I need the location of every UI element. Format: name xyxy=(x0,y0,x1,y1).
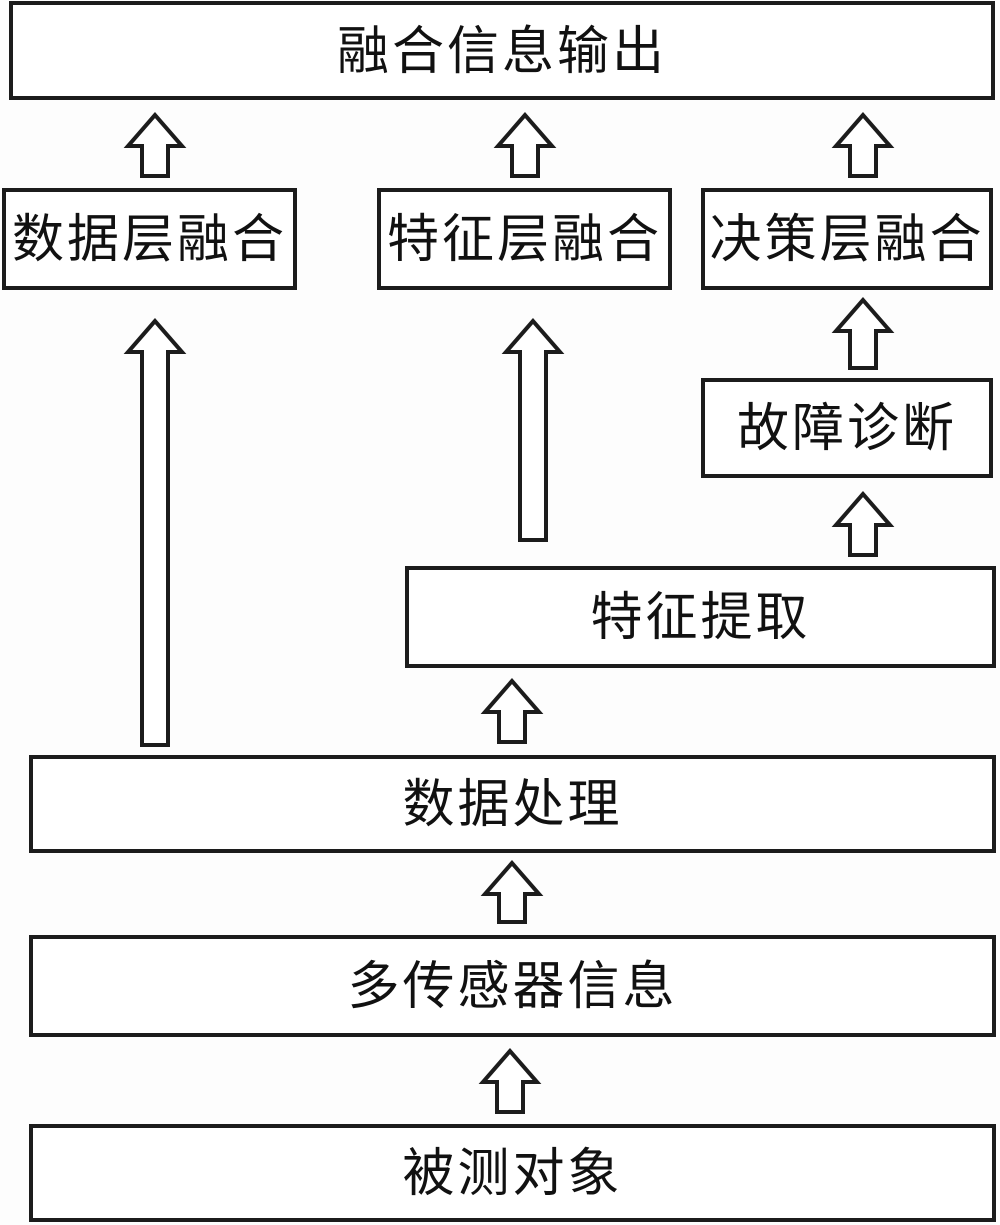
up-arrow-decision-layer-to-output xyxy=(831,111,895,178)
node-label-data-processing: 数据处理 xyxy=(402,777,623,834)
node-label-fusion-output: 融合信息输出 xyxy=(336,23,667,81)
node-data-layer-fusion: 数据层融合 xyxy=(2,188,297,290)
node-label-data-layer-fusion: 数据层融合 xyxy=(11,212,287,269)
node-label-measured-object: 被测对象 xyxy=(402,1146,623,1203)
node-measured-object: 被测对象 xyxy=(29,1124,996,1222)
up-arrow-data-layer-to-output xyxy=(123,111,187,178)
up-arrow-processing-to-extraction xyxy=(480,677,544,744)
up-arrow-extraction-to-feature-layer xyxy=(501,317,565,542)
node-data-processing: 数据处理 xyxy=(29,755,996,853)
node-feature-layer-fusion: 特征层融合 xyxy=(377,188,672,290)
node-label-feature-layer-fusion: 特征层融合 xyxy=(386,212,662,269)
up-arrow-object-to-sensor xyxy=(478,1047,542,1114)
node-fault-diagnosis: 故障诊断 xyxy=(701,378,993,478)
node-label-multi-sensor-info: 多传感器信息 xyxy=(347,959,678,1016)
up-arrow-feature-layer-to-output xyxy=(493,111,557,178)
up-arrow-extraction-to-fault-diagnosis xyxy=(831,490,895,557)
up-arrow-fault-diagnosis-to-decision xyxy=(831,296,895,370)
node-decision-layer-fusion: 决策层融合 xyxy=(701,188,993,290)
node-label-fault-diagnosis: 故障诊断 xyxy=(736,401,957,458)
up-arrow-sensor-to-processing xyxy=(480,859,544,924)
node-label-decision-layer-fusion: 决策层融合 xyxy=(709,212,985,269)
node-fusion-output: 融合信息输出 xyxy=(9,1,995,100)
node-feature-extraction: 特征提取 xyxy=(405,566,996,668)
node-label-feature-extraction: 特征提取 xyxy=(590,590,811,647)
up-arrow-processing-to-data-layer xyxy=(123,317,187,747)
node-multi-sensor-info: 多传感器信息 xyxy=(29,935,996,1037)
